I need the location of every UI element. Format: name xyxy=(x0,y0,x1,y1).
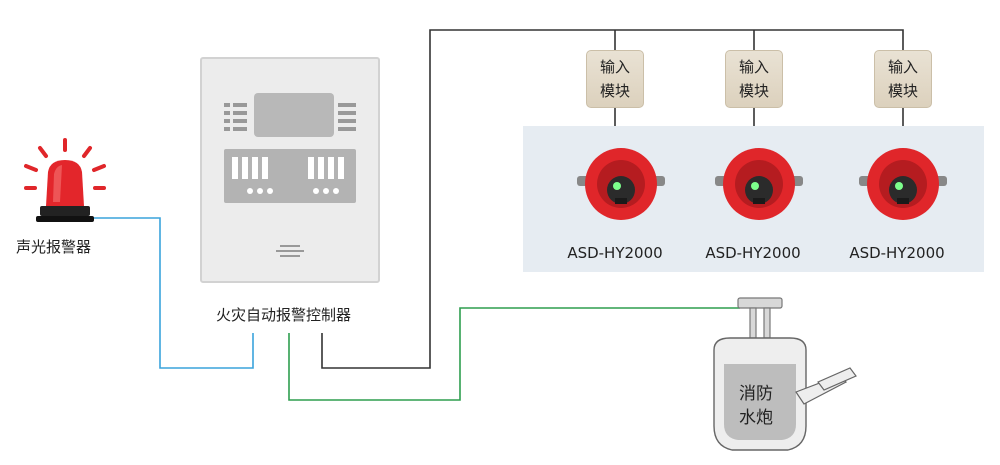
cannon-label-line1: 消防 xyxy=(739,384,773,404)
module-label-line2: 模块 xyxy=(599,82,630,100)
blue-wire xyxy=(90,217,254,369)
module-label-line1: 输入 xyxy=(738,58,769,76)
input-module-1[interactable]: 输入 模块 xyxy=(586,50,644,108)
input-module-2[interactable]: 输入 模块 xyxy=(725,50,783,108)
module-label-line2: 模块 xyxy=(887,82,918,100)
module-label-line1: 输入 xyxy=(599,58,630,76)
controller-label: 火灾自动报警控制器 xyxy=(216,306,352,324)
module-label-line1: 输入 xyxy=(887,58,918,76)
flame-detector-icon[interactable] xyxy=(857,142,949,226)
flame-detector-icon[interactable] xyxy=(575,142,667,226)
detector-model-label: ASD-HY2000 xyxy=(849,244,945,262)
water-cannon-icon[interactable] xyxy=(700,296,860,456)
green-wire xyxy=(288,307,740,401)
alarm-beacon-icon[interactable] xyxy=(20,138,110,230)
flame-detector-icon[interactable] xyxy=(713,142,805,226)
fire-alarm-controller[interactable] xyxy=(200,57,380,283)
input-module-3[interactable]: 输入 模块 xyxy=(874,50,932,108)
cannon-label: 消防 水炮 xyxy=(726,382,786,430)
black-wire xyxy=(321,29,904,369)
alarm-label: 声光报警器 xyxy=(16,238,92,256)
detector-model-label: ASD-HY2000 xyxy=(705,244,801,262)
cannon-label-line2: 水炮 xyxy=(739,408,773,428)
detector-model-label: ASD-HY2000 xyxy=(567,244,663,262)
module-label-line2: 模块 xyxy=(738,82,769,100)
controller-face-icon xyxy=(224,93,356,257)
